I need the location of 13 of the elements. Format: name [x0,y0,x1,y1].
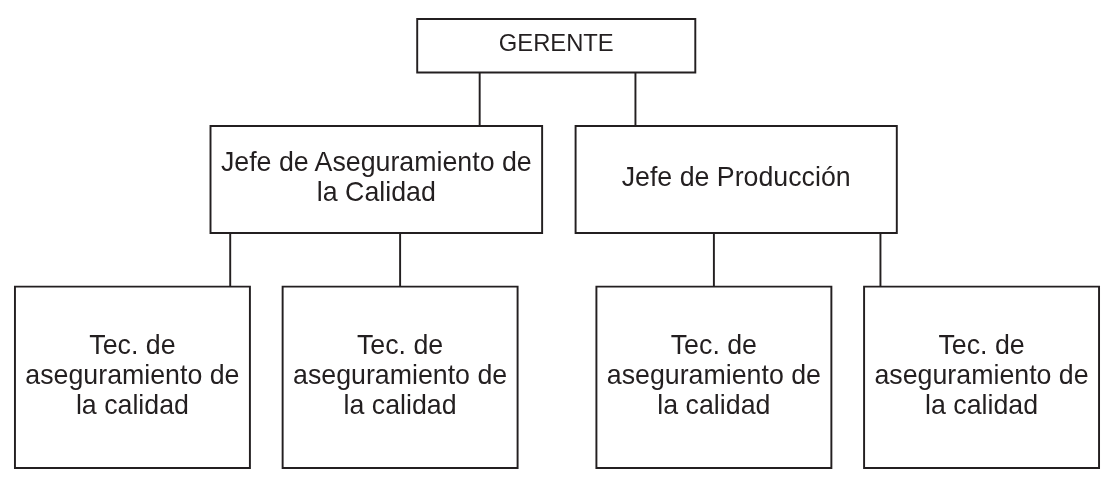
connector [634,71,637,127]
node-box: Tec. de aseguramiento de la calidad [863,285,1100,469]
connector [712,232,715,288]
node-box: Jefe de Producción [574,125,898,235]
node-box: Tec. de aseguramiento de la calidad [14,285,251,469]
node-box: Tec. de aseguramiento de la calidad [281,285,519,469]
node-box: Jefe de Aseguramiento de la Calidad [209,125,544,235]
node-box: Tec. de aseguramiento de la calidad [595,285,833,469]
connector [399,232,402,288]
connector [229,232,232,288]
node-box: GERENTE [416,18,697,74]
connector [879,232,882,288]
connector [478,71,481,127]
